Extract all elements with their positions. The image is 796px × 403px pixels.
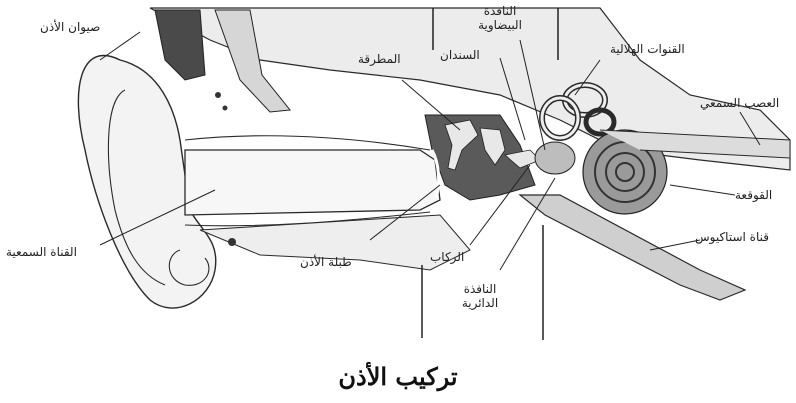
- tissue-dot-3: [223, 106, 228, 111]
- label-eardrum: طبلة الأذن: [300, 255, 352, 269]
- label-round-window-line2: الدائرية: [445, 296, 515, 310]
- tissue-dot-2: [215, 92, 221, 98]
- diagram-title: تركيب الأذن: [0, 362, 796, 391]
- label-hammer: المطرقة: [358, 52, 401, 66]
- vestibule: [535, 142, 575, 174]
- label-semicircular: القنوات الهلالية: [610, 42, 685, 56]
- label-eustachian: قناة استاكيوس: [695, 230, 769, 244]
- tissue-dot-1: [228, 238, 236, 246]
- label-round-window-line1: النافذة: [445, 282, 515, 296]
- label-oval-window: النافذة البيضاوية: [460, 4, 540, 32]
- label-anvil: السندان: [440, 48, 480, 62]
- label-auditory-nerve: العصب السمعي: [700, 96, 779, 110]
- label-oval-window-line1: النافذة: [460, 4, 540, 18]
- label-oval-window-line2: البيضاوية: [460, 18, 540, 32]
- ear-canal-shape: [185, 150, 440, 215]
- label-cochlea: القوقعة: [735, 188, 772, 202]
- label-ear-canal: القناة السمعية: [6, 245, 77, 259]
- label-round-window: النافذة الدائرية: [445, 282, 515, 310]
- label-stirrup: الركاب: [430, 250, 464, 264]
- label-auricle: صيوان الأذن: [40, 20, 100, 34]
